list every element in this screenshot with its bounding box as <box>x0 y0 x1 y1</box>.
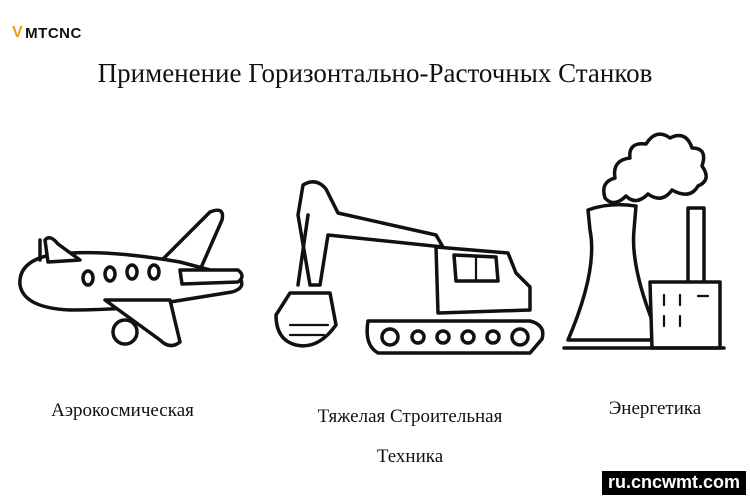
caption-heavy-line1: Тяжелая Строительная <box>317 406 503 427</box>
logo-text: MTCNC <box>25 24 82 42</box>
excavator-icon <box>268 175 553 365</box>
site-watermark: ru.cncwmt.com <box>601 471 746 495</box>
caption-heavy-machinery: Тяжелая Строительная Техника <box>270 397 550 477</box>
power-plant-icon <box>560 120 730 360</box>
brand-logo: V MTCNC <box>12 24 82 42</box>
airplane-icon <box>10 200 250 360</box>
caption-energy: Энергетика <box>608 398 702 419</box>
page-title: Применение Горизонтально-Расточных Станк… <box>97 58 653 88</box>
caption-aerospace: Аэрокосмическая <box>51 400 194 421</box>
logo-mark: V <box>12 24 24 41</box>
caption-heavy-line2: Техника <box>376 446 444 467</box>
